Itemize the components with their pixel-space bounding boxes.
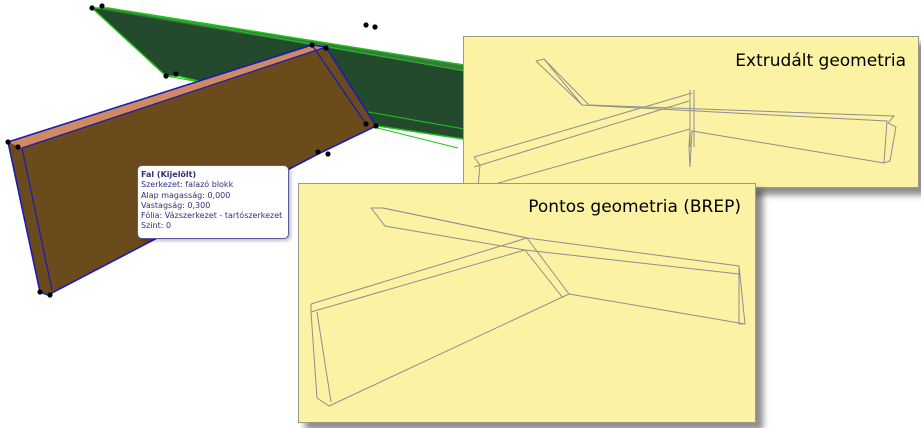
hotspot[interactable]	[372, 24, 378, 30]
tooltip-line-thickness: Vastagság: 0,300	[141, 200, 211, 210]
hotspot[interactable]	[89, 5, 95, 11]
brep-geometry-panel: Pontos geometria (BREP)	[298, 183, 756, 423]
hotspot[interactable]	[163, 73, 169, 79]
selected-wall-edge-side	[21, 147, 53, 291]
hotspot[interactable]	[363, 121, 369, 127]
tooltip-line-base-height: Alap magasság: 0,000	[141, 190, 231, 200]
selected-wall-edge-end	[311, 44, 367, 125]
element-info-tooltip: Fal (Kijelölt) Szerkezet: falazó blokk A…	[137, 165, 289, 239]
selected-wall-top	[8, 45, 326, 148]
green-wall-top	[92, 8, 470, 72]
brep-wireframe	[310, 207, 746, 407]
tooltip-line-structure: Szerkezet: falazó blokk	[141, 180, 234, 190]
extruded-panel-title: Extrudált geometria	[735, 51, 906, 71]
extruded-wireframe	[473, 58, 897, 187]
hotspot[interactable]	[99, 3, 105, 9]
selected-wall-outline-top	[7, 44, 377, 143]
hotspot[interactable]	[173, 71, 179, 77]
selected-wall-edge-inner	[21, 46, 327, 149]
green-wall-edge-bottom	[91, 7, 471, 141]
tooltip-line-layer: Fólia: Vázszerkezet - tartószerkezet	[141, 211, 283, 221]
tooltip-title: Fal (Kijelölt)	[141, 170, 197, 179]
hotspot[interactable]	[325, 151, 331, 157]
hotspot[interactable]	[47, 292, 53, 298]
hotspot[interactable]	[309, 42, 315, 48]
extruded-geometry-panel: Extrudált geometria	[463, 36, 919, 188]
hotspot[interactable]	[315, 149, 321, 155]
selection-hotspots[interactable]	[5, 3, 379, 298]
brep-panel-title: Pontos geometria (BREP)	[528, 197, 741, 217]
hotspot[interactable]	[323, 45, 329, 51]
hotspot[interactable]	[5, 139, 11, 145]
green-wall-edge-inner	[107, 7, 471, 73]
hotspot[interactable]	[15, 144, 21, 150]
hotspot[interactable]	[373, 123, 379, 129]
hotspot[interactable]	[37, 289, 43, 295]
hotspot[interactable]	[363, 22, 369, 28]
tooltip-line-story: Szint: 0	[141, 221, 172, 231]
